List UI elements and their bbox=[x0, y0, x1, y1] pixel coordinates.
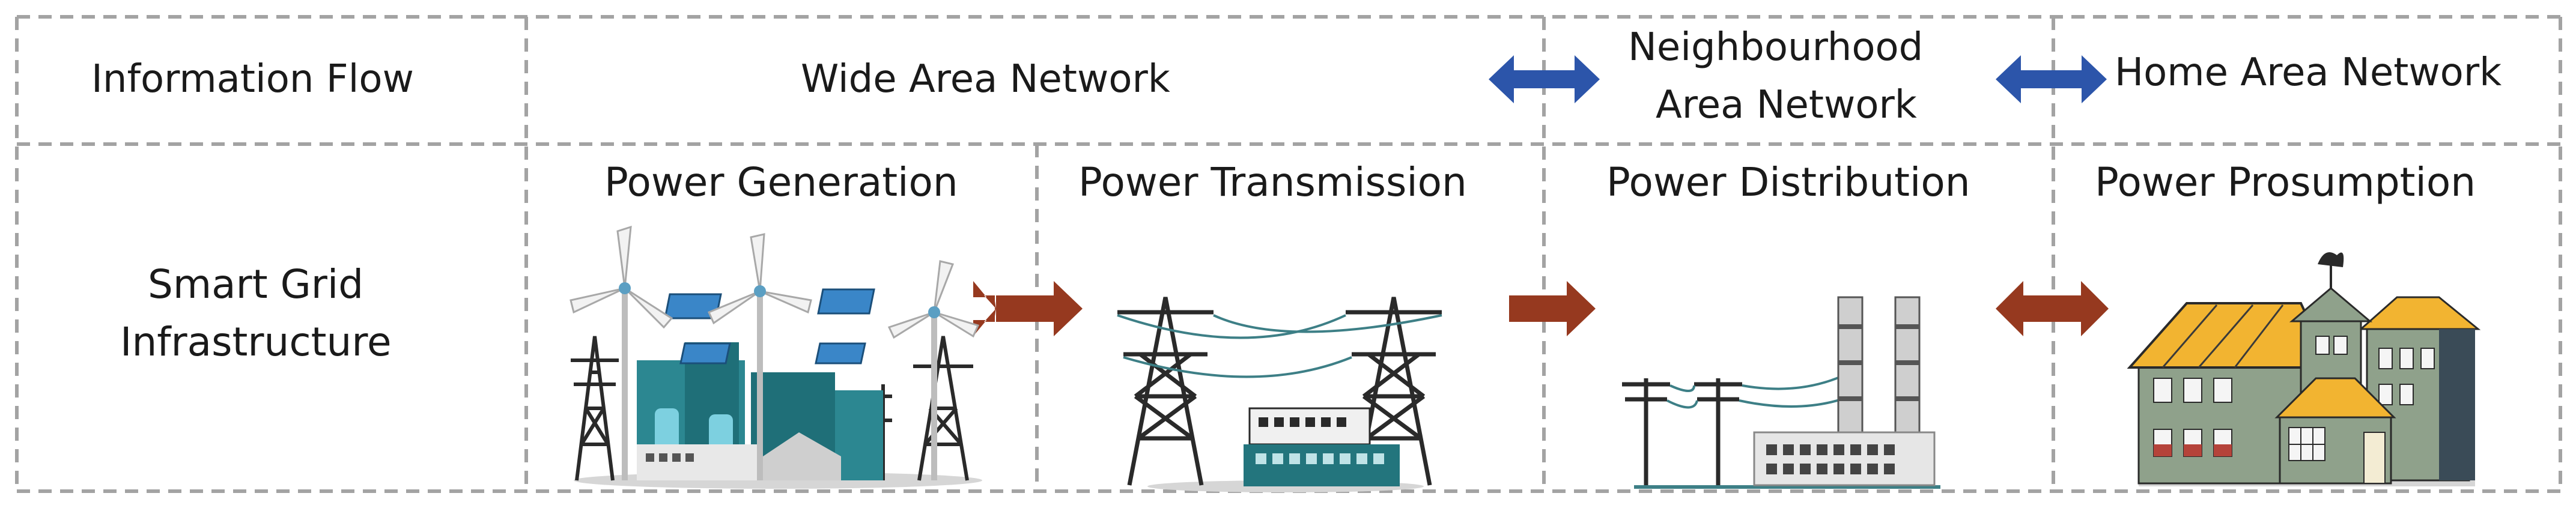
label-power-distribution: Power Distribution bbox=[1606, 159, 1970, 205]
comm-arrow-nan-han bbox=[1996, 55, 2107, 103]
label-power-prosumption: Power Prosumption bbox=[2095, 159, 2476, 205]
power-arrow-gen-trans bbox=[973, 281, 996, 336]
label-neighbourhood-line1: Neighbourhood bbox=[1628, 25, 1924, 70]
power-arrow-trans-dist bbox=[1509, 281, 1596, 336]
label-home-area-network: Home Area Network bbox=[2115, 50, 2502, 95]
distribution-factory-icon bbox=[1622, 296, 1940, 489]
grid-lines bbox=[15, 15, 2562, 493]
comm-arrow-wan-nan bbox=[1489, 55, 1600, 103]
label-information-flow: Information Flow bbox=[91, 57, 414, 101]
label-smart-grid: Smart Grid bbox=[148, 261, 364, 307]
wind-solar-power-plant-icon bbox=[570, 225, 982, 489]
prosumer-houses-icon bbox=[2127, 252, 2481, 486]
label-infrastructure: Infrastructure bbox=[120, 319, 392, 365]
label-power-generation: Power Generation bbox=[604, 159, 958, 205]
label-wide-area-network: Wide Area Network bbox=[801, 57, 1170, 101]
power-arrow-gen-trans-body bbox=[996, 281, 1083, 336]
power-arrow-dist-prosumer bbox=[1996, 281, 2109, 336]
label-neighbourhood-line2: Area Network bbox=[1656, 83, 1917, 127]
label-power-transmission: Power Transmission bbox=[1078, 159, 1467, 205]
transmission-towers-substation-icon bbox=[1117, 297, 1442, 492]
